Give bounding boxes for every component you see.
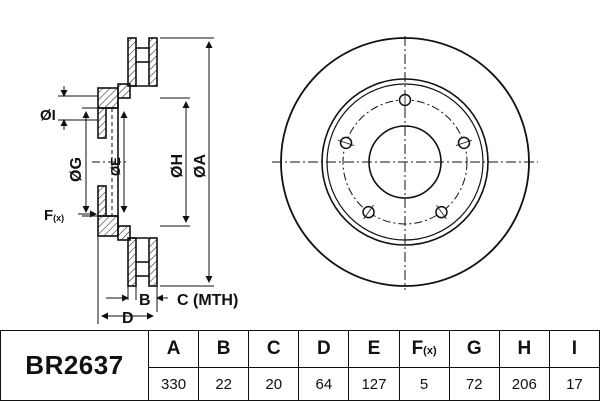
label-dia-e: ØE bbox=[108, 157, 123, 176]
header-c: C bbox=[248, 330, 300, 368]
inner-friction-plate-bottom bbox=[148, 237, 158, 287]
disc-outer-edge bbox=[280, 37, 530, 287]
header-g: G bbox=[448, 330, 500, 368]
header-b: B bbox=[198, 330, 250, 368]
label-f: F(x) bbox=[44, 207, 64, 224]
hat-neck-top bbox=[117, 83, 131, 99]
value-e: 127 bbox=[348, 367, 400, 401]
header-h: H bbox=[498, 330, 550, 368]
bolt-hole bbox=[435, 205, 448, 220]
header-a: A bbox=[147, 330, 200, 368]
label-dia-i: ØI bbox=[40, 107, 56, 124]
spec-table: BR2637 A B C D E F(x) G H I 330 22 20 64… bbox=[0, 330, 600, 401]
value-i: 17 bbox=[548, 367, 600, 401]
dimension-lines bbox=[58, 37, 214, 324]
value-f: 5 bbox=[398, 367, 450, 401]
spec-value-row: 330 22 20 64 127 5 72 206 17 bbox=[1, 367, 600, 401]
header-f: F(x) bbox=[398, 330, 450, 368]
value-b: 22 bbox=[198, 367, 250, 401]
center-bore bbox=[368, 125, 442, 199]
value-g: 72 bbox=[448, 367, 500, 401]
hub-bore-wall-top bbox=[97, 107, 107, 139]
label-dia-a: ØA bbox=[192, 154, 209, 178]
value-d: 64 bbox=[298, 367, 350, 401]
hub-bore-wall-bottom bbox=[97, 185, 107, 217]
bolt-hole bbox=[337, 136, 355, 150]
header-i: I bbox=[548, 330, 600, 368]
bolt-hole bbox=[455, 136, 473, 150]
brake-disc-technical-drawing: ØI ØG ØE ØH ØA F(x) B C (MTH) D bbox=[40, 36, 538, 327]
spec-header-row: BR2637 A B C D E F(x) G H I bbox=[0, 330, 600, 401]
label-dia-g: ØG bbox=[68, 157, 85, 182]
outer-friction-plate-top bbox=[127, 37, 137, 87]
hat-face-bottom bbox=[97, 215, 119, 237]
center-lines bbox=[92, 108, 126, 216]
value-a: 330 bbox=[147, 367, 200, 401]
label-d: D bbox=[122, 310, 134, 327]
hat-step bbox=[326, 83, 484, 241]
disc-section-view bbox=[97, 37, 158, 287]
header-d: D bbox=[298, 330, 350, 368]
label-dia-h: ØH bbox=[169, 154, 186, 178]
outer-friction-plate-bottom bbox=[127, 237, 137, 287]
hat-face-top bbox=[97, 87, 119, 109]
disc-front-view bbox=[272, 36, 538, 290]
hat-outer-edge bbox=[321, 78, 489, 246]
bolt-hole bbox=[362, 205, 375, 220]
part-number: BR2637 bbox=[0, 330, 149, 401]
header-e: E bbox=[348, 330, 400, 368]
bolt-holes bbox=[337, 91, 473, 220]
bolt-hole bbox=[398, 91, 412, 109]
label-c: C (MTH) bbox=[177, 292, 238, 309]
hat-neck-bottom bbox=[117, 225, 131, 241]
value-h: 206 bbox=[498, 367, 550, 401]
inner-friction-plate-top bbox=[148, 37, 158, 87]
label-b: B bbox=[139, 292, 151, 309]
value-c: 20 bbox=[248, 367, 300, 401]
